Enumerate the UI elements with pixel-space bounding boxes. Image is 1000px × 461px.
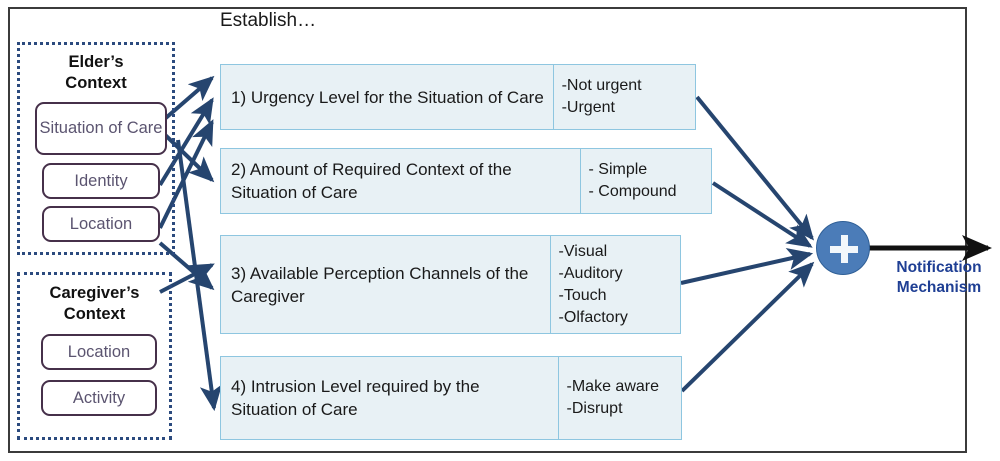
factor-4-options: -Make aware -Disrupt	[557, 357, 681, 439]
context-item-location-caregiver[interactable]: Location	[41, 334, 157, 370]
factor-box-2[interactable]: 2) Amount of Required Context of the Sit…	[220, 148, 712, 214]
factor-1-option-0: -Not urgent	[561, 77, 642, 94]
establish-label: Establish…	[220, 10, 317, 31]
notification-mechanism-label: Notification Mechanism	[878, 258, 1000, 298]
arrow-identity-to-factor1	[158, 97, 214, 187]
factor-2-options: - Simple - Compound	[579, 149, 711, 213]
aggregator-plus-node[interactable]	[816, 221, 870, 275]
factor-2-option-1: - Compound	[588, 183, 677, 200]
arrow-elder-location-to-factor3	[158, 241, 215, 291]
factor-box-4[interactable]: 4) Intrusion Level required by the Situa…	[220, 356, 682, 440]
factor-3-text: 3) Available Perception Channels of the …	[231, 263, 529, 306]
caregiver-context-group: Caregiver’s Context Location Activity	[17, 272, 172, 440]
factor-box-3[interactable]: 3) Available Perception Channels of the …	[220, 235, 681, 334]
context-item-activity[interactable]: Activity	[41, 380, 157, 416]
factor-1-option-1: -Urgent	[561, 99, 615, 116]
factor-3-option-1: -Auditory	[558, 264, 623, 282]
context-item-situation-of-care[interactable]: Situation of Care	[35, 102, 167, 155]
caregiver-context-title-line1: Caregiver’s	[49, 284, 140, 302]
factor-1-options: -Not urgent -Urgent	[552, 65, 695, 129]
notification-mechanism-line1: Notification	[896, 259, 982, 276]
factor-4-text: 4) Intrusion Level required by the Situa…	[231, 377, 480, 419]
factor-2-option-0: - Simple	[588, 161, 648, 178]
arrow-situation-to-factor2	[158, 128, 215, 183]
factor-4-option-0: -Make aware	[566, 378, 659, 395]
arrow-factor4-to-aggregator	[680, 261, 815, 393]
diagram-outer-frame	[8, 7, 967, 453]
elder-context-title-line2: Context	[65, 74, 127, 92]
elder-context-title-line1: Elder’s	[68, 53, 124, 71]
factor-2-text: 2) Amount of Required Context of the Sit…	[231, 160, 512, 202]
arrow-situation-to-factor1	[158, 75, 215, 125]
factor-box-1[interactable]: 1) Urgency Level for the Situation of Ca…	[220, 64, 696, 130]
factor-3-option-3: -Olfactory	[558, 308, 628, 326]
arrow-factor3-to-aggregator	[680, 247, 814, 285]
arrow-location-to-factor1	[158, 119, 214, 229]
caregiver-context-title-line2: Context	[63, 305, 126, 323]
arrow-situation-to-factor4	[176, 139, 223, 412]
arrow-factor2-to-aggregator	[711, 181, 813, 248]
factor-4-option-1: -Disrupt	[566, 400, 623, 417]
elder-context-group: Elder’s Context Situation of Care Identi…	[17, 42, 175, 255]
notification-mechanism-line2: Mechanism	[896, 279, 982, 296]
context-item-location-elder[interactable]: Location	[42, 206, 160, 242]
factor-1-text: 1) Urgency Level for the Situation of Ca…	[231, 87, 544, 107]
factor-3-option-0: -Visual	[558, 242, 608, 260]
context-item-identity[interactable]: Identity	[42, 163, 160, 199]
arrow-factor1-to-aggregator	[695, 95, 815, 241]
factor-3-options: -Visual -Auditory -Touch -Olfactory	[549, 236, 680, 333]
factor-3-option-2: -Touch	[558, 286, 607, 304]
plus-icon-vertical	[840, 235, 848, 263]
